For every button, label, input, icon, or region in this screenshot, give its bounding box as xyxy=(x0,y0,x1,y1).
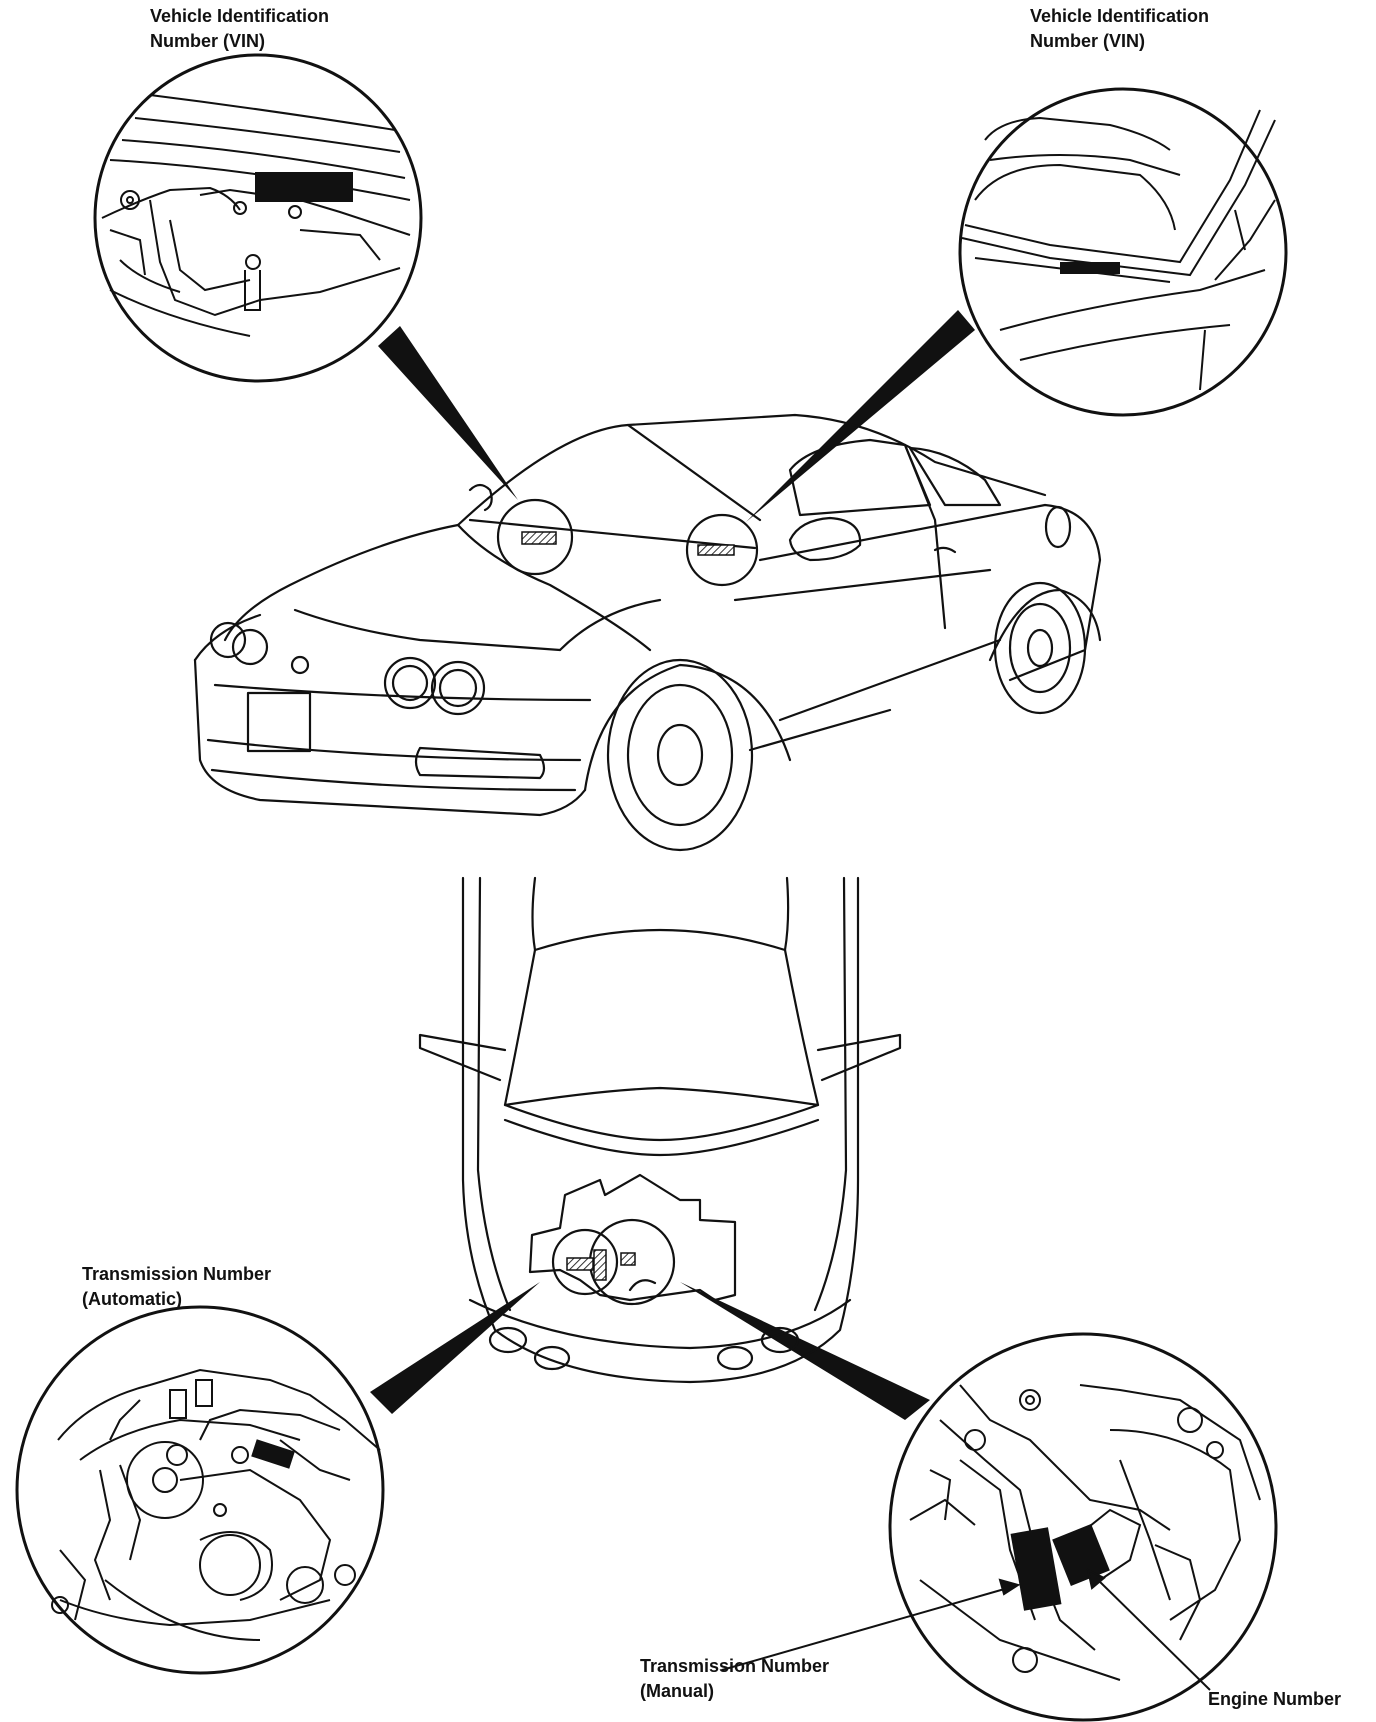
vin-plate-dash-detail xyxy=(1060,262,1120,274)
leader-lines xyxy=(721,1568,1211,1691)
detail-circle-trans-auto xyxy=(15,1305,385,1675)
vin-dash-label-line2: Number (VIN) xyxy=(1030,31,1145,51)
vin-plate-hood-marker xyxy=(521,531,557,545)
vin-plate-hood-detail xyxy=(255,172,353,202)
engine-number-marker xyxy=(620,1252,636,1266)
engine-number-plate-detail xyxy=(1052,1523,1110,1587)
trans-manual-marker xyxy=(566,1257,594,1271)
car-three-quarter-view xyxy=(193,413,1102,852)
wedge-vin-dash xyxy=(746,310,975,522)
vin-hood-label-line1: Vehicle Identification xyxy=(150,6,329,26)
wedge-trans-auto xyxy=(370,1282,540,1414)
trans-auto-plate-detail xyxy=(251,1439,295,1469)
vin-dash-label-line1: Vehicle Identification xyxy=(1030,6,1209,26)
vin-plate-dash-marker xyxy=(697,544,735,556)
detail-circle-vin-dash xyxy=(958,87,1288,417)
trans-auto-marker xyxy=(593,1249,607,1281)
vin-hood-label-line2: Number (VIN) xyxy=(150,31,265,51)
arrowhead-engine-number xyxy=(1086,1568,1106,1590)
wedge-vin-hood xyxy=(378,326,518,500)
trans-manual-label-line2: (Manual) xyxy=(640,1681,714,1701)
leader-engine-number xyxy=(1094,1576,1211,1691)
callout-wedges xyxy=(370,310,975,1420)
car-top-view xyxy=(418,876,902,1384)
arrowhead-trans-manual xyxy=(998,1578,1021,1596)
engine-number-label: Engine Number xyxy=(1208,1689,1341,1709)
trans-auto-label-line2: (Automatic) xyxy=(82,1289,182,1309)
detail-circle-vin-hood xyxy=(93,53,423,383)
trans-manual-plate-detail xyxy=(1010,1527,1062,1611)
leader-trans-manual xyxy=(721,1587,1009,1671)
wedge-engine xyxy=(680,1282,930,1420)
trans-auto-label-line1: Transmission Number xyxy=(82,1264,271,1284)
detail-circle-engine-manual xyxy=(888,1332,1278,1722)
